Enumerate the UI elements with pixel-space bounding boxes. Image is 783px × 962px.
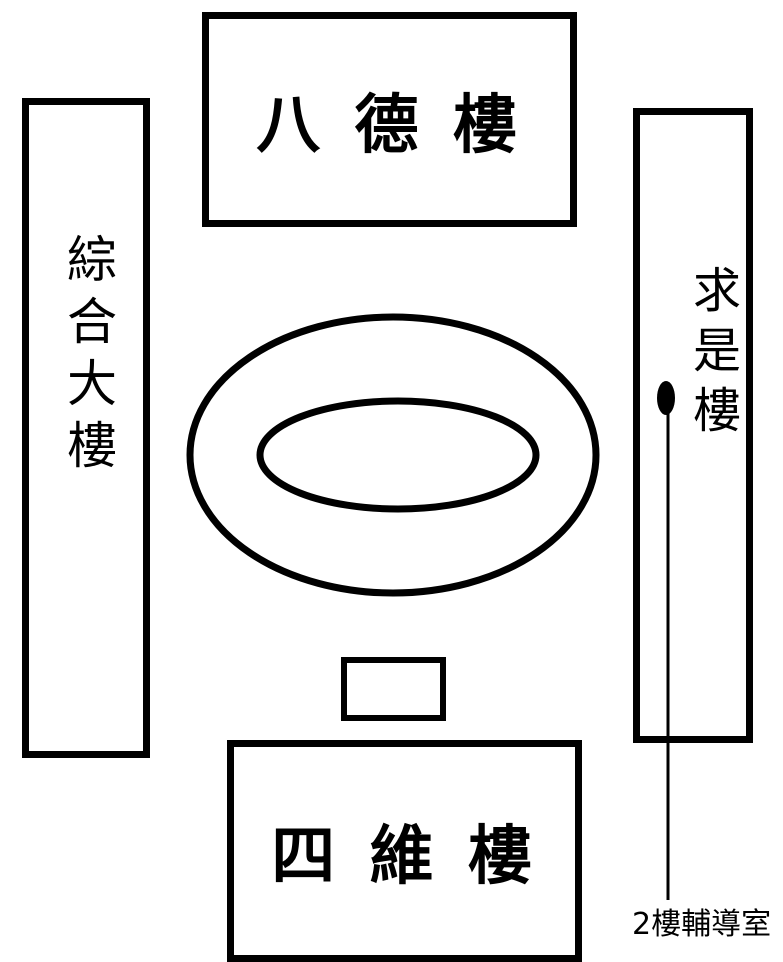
track-outer bbox=[186, 313, 600, 597]
building-siwei: 四 維 樓 bbox=[227, 740, 582, 962]
location-dot bbox=[657, 381, 675, 415]
building-qiushi: 求是樓 bbox=[633, 108, 753, 743]
building-qiushi-label: 求是樓 bbox=[684, 265, 740, 445]
small-platform bbox=[341, 657, 446, 721]
building-zonghe: 綜合大樓 bbox=[22, 98, 150, 758]
building-siwei-label: 四 維 樓 bbox=[271, 819, 538, 894]
building-bade: 八 德 樓 bbox=[202, 12, 577, 227]
callout-label: 2樓輔導室 bbox=[632, 907, 772, 942]
building-bade-label: 八 德 樓 bbox=[256, 87, 523, 163]
building-zonghe-label: 綜合大樓 bbox=[59, 233, 117, 481]
track-inner bbox=[256, 397, 540, 513]
